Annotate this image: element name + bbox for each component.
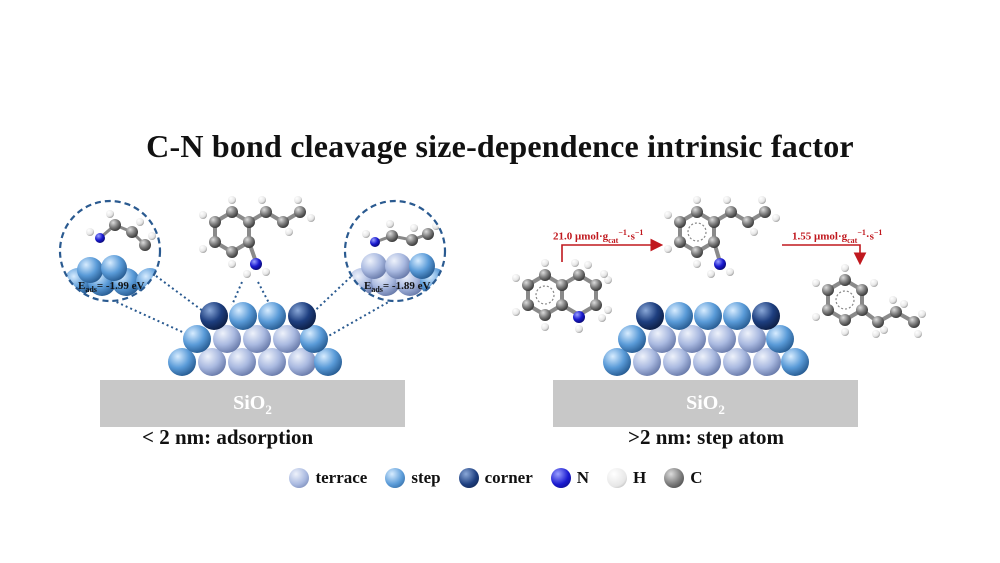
atom-terrace (738, 325, 766, 353)
atom-terrace (243, 325, 271, 353)
atom-step (694, 302, 722, 330)
carbon-atom-icon (664, 468, 685, 488)
atom-terrace (228, 348, 256, 376)
molecule-intermediate-right (664, 196, 780, 278)
atom-step (766, 325, 794, 353)
cluster-small (168, 302, 342, 376)
caption-large-particles: >2 nm: step atom (628, 425, 785, 449)
caption-small-particles: < 2 nm: adsorption (142, 425, 314, 449)
molecule-product (812, 264, 926, 338)
adsorption-energy-right: Eads= -1.89 eV (364, 280, 431, 295)
atom-terrace (648, 325, 676, 353)
atom-terrace (693, 348, 721, 376)
atom-step (229, 302, 257, 330)
step-atom-icon (385, 468, 406, 488)
atom-step (618, 325, 646, 353)
legend-item-corner: corner (458, 468, 533, 488)
atom-terrace (213, 325, 241, 353)
sio2-support-right (553, 380, 858, 427)
atom-terrace (708, 325, 736, 353)
atom-corner (200, 302, 228, 330)
atom-step (603, 348, 631, 376)
atom-terrace (273, 325, 301, 353)
atom-corner (752, 302, 780, 330)
atom-step (183, 325, 211, 353)
legend: terrace step corner N H C (0, 468, 1000, 488)
legend-item-terrace: terrace (289, 468, 367, 488)
zoom-inset-left (58, 199, 162, 303)
legend-item-h: H (607, 468, 646, 488)
cluster-large (603, 302, 809, 376)
atom-step (300, 325, 328, 353)
reaction-arrows (561, 238, 867, 266)
corner-atom-icon (458, 468, 479, 488)
zoom-inset-right (343, 199, 447, 303)
atom-corner (636, 302, 664, 330)
legend-item-c: C (664, 468, 703, 488)
rate-label-step1: 21.0 μmol·gcat−1·s−1 (553, 228, 644, 245)
hydrogen-atom-icon (607, 468, 628, 488)
atom-terrace (288, 348, 316, 376)
support-label-right: SiO2 (686, 392, 725, 417)
sio2-support-left (100, 380, 405, 427)
atom-terrace (663, 348, 691, 376)
diagram-title: C-N bond cleavage size-dependence intrin… (146, 128, 854, 164)
atom-corner (288, 302, 316, 330)
atom-terrace (258, 348, 286, 376)
support-label-left: SiO2 (233, 392, 272, 417)
rate-label-step2: 1.55 μmol·gcat−1·s−1 (792, 228, 883, 245)
atom-step (723, 302, 751, 330)
adsorption-energy-left: Eads= -1.99 eV (78, 280, 145, 295)
atom-terrace (753, 348, 781, 376)
molecule-intermediate-left (199, 196, 315, 278)
atom-step (314, 348, 342, 376)
nitrogen-atom-icon (550, 468, 571, 488)
atom-step (258, 302, 286, 330)
molecule-reactant (512, 259, 612, 333)
atom-step (781, 348, 809, 376)
atom-terrace (723, 348, 751, 376)
legend-item-step: step (385, 468, 441, 488)
atom-step (168, 348, 196, 376)
terrace-atom-icon (289, 468, 310, 488)
legend-item-n: N (550, 468, 589, 488)
atom-terrace (633, 348, 661, 376)
atom-terrace (678, 325, 706, 353)
atom-step (665, 302, 693, 330)
atom-terrace (198, 348, 226, 376)
